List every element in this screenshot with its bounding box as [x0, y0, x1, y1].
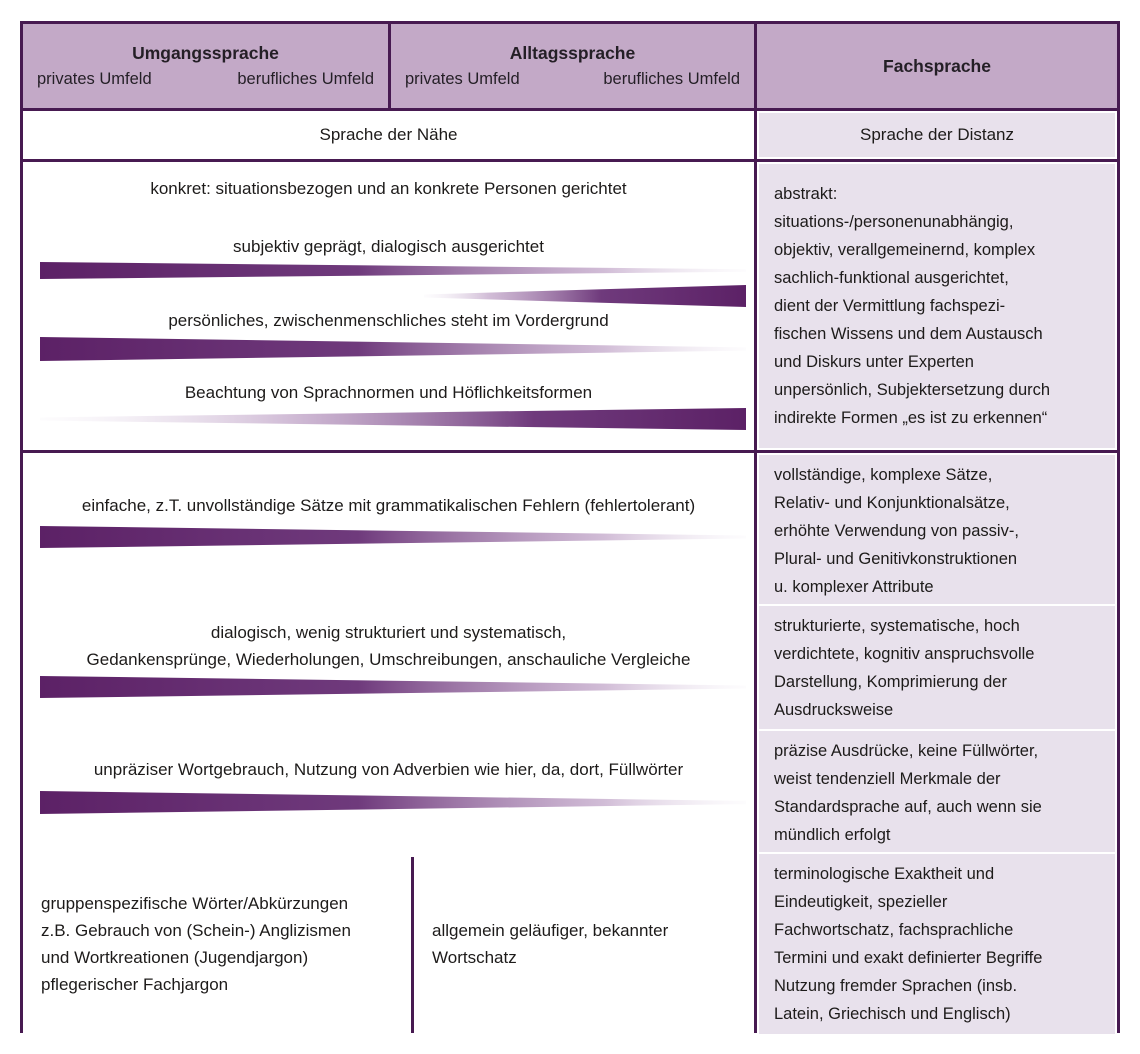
text-strukturierte: strukturierte, systematische, hoch verdi…	[774, 617, 1035, 719]
precision-fill: präzise Ausdrücke, keine Füllwörter, wei…	[759, 731, 1115, 855]
table: Umgangssprache privates Umfeld beruflich…	[20, 21, 1120, 1036]
cell-lexicon-alltagssprache: allgemein geläufiger, bekannter Wortscha…	[414, 852, 754, 1036]
taper-bar-right-icon	[40, 337, 746, 361]
syntax-fill: vollständige, komplexe Sätze, Relativ- u…	[759, 455, 1115, 607]
header-umgangssprache: Umgangssprache privates Umfeld beruflich…	[23, 24, 388, 108]
taper-bar-left-icon	[40, 408, 746, 430]
cell-structure-left: dialogisch, wenig strukturiert und syste…	[23, 604, 754, 732]
text-konkret: konkret: situationsbezogen und an konkre…	[150, 179, 627, 198]
row-structure: dialogisch, wenig strukturiert und syste…	[23, 604, 1117, 732]
column-title-alltagssprache: Alltagssprache	[509, 43, 636, 63]
text-gruppenspezifisch: gruppenspezifische Wörter/Abkürzungen z.…	[41, 894, 351, 994]
structure-fill: strukturierte, systematische, hoch verdi…	[759, 606, 1115, 730]
taper-bar-left-icon	[424, 285, 746, 307]
cell-sprache-der-naehe: Sprache der Nähe	[23, 111, 754, 159]
cell-sprache-der-distanz: Sprache der Distanz	[757, 111, 1117, 159]
text-allgemein-gelaeufig: allgemein geläufiger, bekannter Wortscha…	[432, 921, 669, 967]
cell-pragmatics-left: konkret: situationsbezogen und an konkre…	[23, 162, 754, 450]
text-unpraeziser: unpräziser Wortgebrauch, Nutzung von Adv…	[93, 760, 684, 779]
cell-structure-right: strukturierte, systematische, hoch verdi…	[757, 604, 1117, 732]
text-einfache-saetze: einfache, z.T. unvollständige Sätze mit …	[81, 496, 696, 515]
cell-pragmatics-right: abstrakt: situations-/personenunabhängig…	[757, 162, 1117, 450]
distanz-fill: Sprache der Distanz	[759, 113, 1115, 157]
text-abstrakt: abstrakt: situations-/personenunabhängig…	[774, 185, 1051, 427]
header-sublabels: privates Umfeld berufliches Umfeld	[391, 65, 754, 91]
row-syntax: einfache, z.T. unvollständige Sätze mit …	[23, 453, 1117, 609]
cell-precision-left: unpräziser Wortgebrauch, Nutzung von Adv…	[23, 729, 754, 857]
register-row: Sprache der Nähe Sprache der Distanz	[23, 111, 1117, 159]
label-sprache-der-distanz: Sprache der Distanz	[859, 125, 1015, 144]
sublabel-privates-umfeld: privates Umfeld	[37, 70, 152, 88]
column-title-fachsprache: Fachsprache	[883, 56, 991, 76]
text-persoenliches: persönliches, zwischenmenschliches steht…	[168, 311, 609, 330]
cell-syntax-left: einfache, z.T. unvollständige Sätze mit …	[23, 453, 754, 609]
lexicon-fill: terminologische Exaktheit und Eindeutigk…	[759, 854, 1115, 1034]
text-dialogisch: dialogisch, wenig strukturiert und syste…	[86, 623, 691, 669]
sublabel-berufliches-umfeld: berufliches Umfeld	[603, 70, 740, 88]
taper-bar-right-icon	[40, 791, 746, 814]
text-terminologische-exaktheit: terminologische Exaktheit und Eindeutigk…	[774, 865, 1043, 1023]
column-title-umgangssprache: Umgangssprache	[132, 43, 279, 63]
taper-bar-right-icon	[40, 262, 746, 279]
header-alltagssprache: Alltagssprache privates Umfeld beruflich…	[391, 24, 754, 108]
text-praezise-ausdruecke: präzise Ausdrücke, keine Füllwörter, wei…	[774, 742, 1042, 844]
text-vollstaendige-saetze: vollständige, komplexe Sätze, Relativ- u…	[774, 466, 1019, 596]
cell-syntax-right: vollständige, komplexe Sätze, Relativ- u…	[757, 453, 1117, 609]
label-sprache-der-naehe: Sprache der Nähe	[319, 125, 458, 144]
text-subjektiv: subjektiv geprägt, dialogisch ausgericht…	[233, 237, 544, 256]
cell-lexicon-fachsprache: terminologische Exaktheit und Eindeutigk…	[757, 852, 1117, 1036]
header-row: Umgangssprache privates Umfeld beruflich…	[23, 24, 1117, 108]
header-fachsprache: Fachsprache	[757, 24, 1117, 108]
sublabel-berufliches-umfeld: berufliches Umfeld	[237, 70, 374, 88]
text-sprachnormen: Beachtung von Sprachnormen und Höflichke…	[184, 383, 593, 402]
taper-bar-right-icon	[40, 676, 746, 698]
cell-precision-right: präzise Ausdrücke, keine Füllwörter, wei…	[757, 729, 1117, 857]
row-pragmatics: konkret: situationsbezogen und an konkre…	[23, 162, 1117, 450]
cell-lexicon-umgangssprache: gruppenspezifische Wörter/Abkürzungen z.…	[23, 852, 411, 1036]
row-lexicon: gruppenspezifische Wörter/Abkürzungen z.…	[23, 852, 1117, 1036]
row-precision: unpräziser Wortgebrauch, Nutzung von Adv…	[23, 729, 1117, 857]
pragmatics-fill: abstrakt: situations-/personenunabhängig…	[759, 164, 1115, 448]
taper-bar-right-icon	[40, 526, 746, 548]
header-sublabels: privates Umfeld berufliches Umfeld	[23, 65, 388, 91]
sublabel-privates-umfeld: privates Umfeld	[405, 70, 520, 88]
